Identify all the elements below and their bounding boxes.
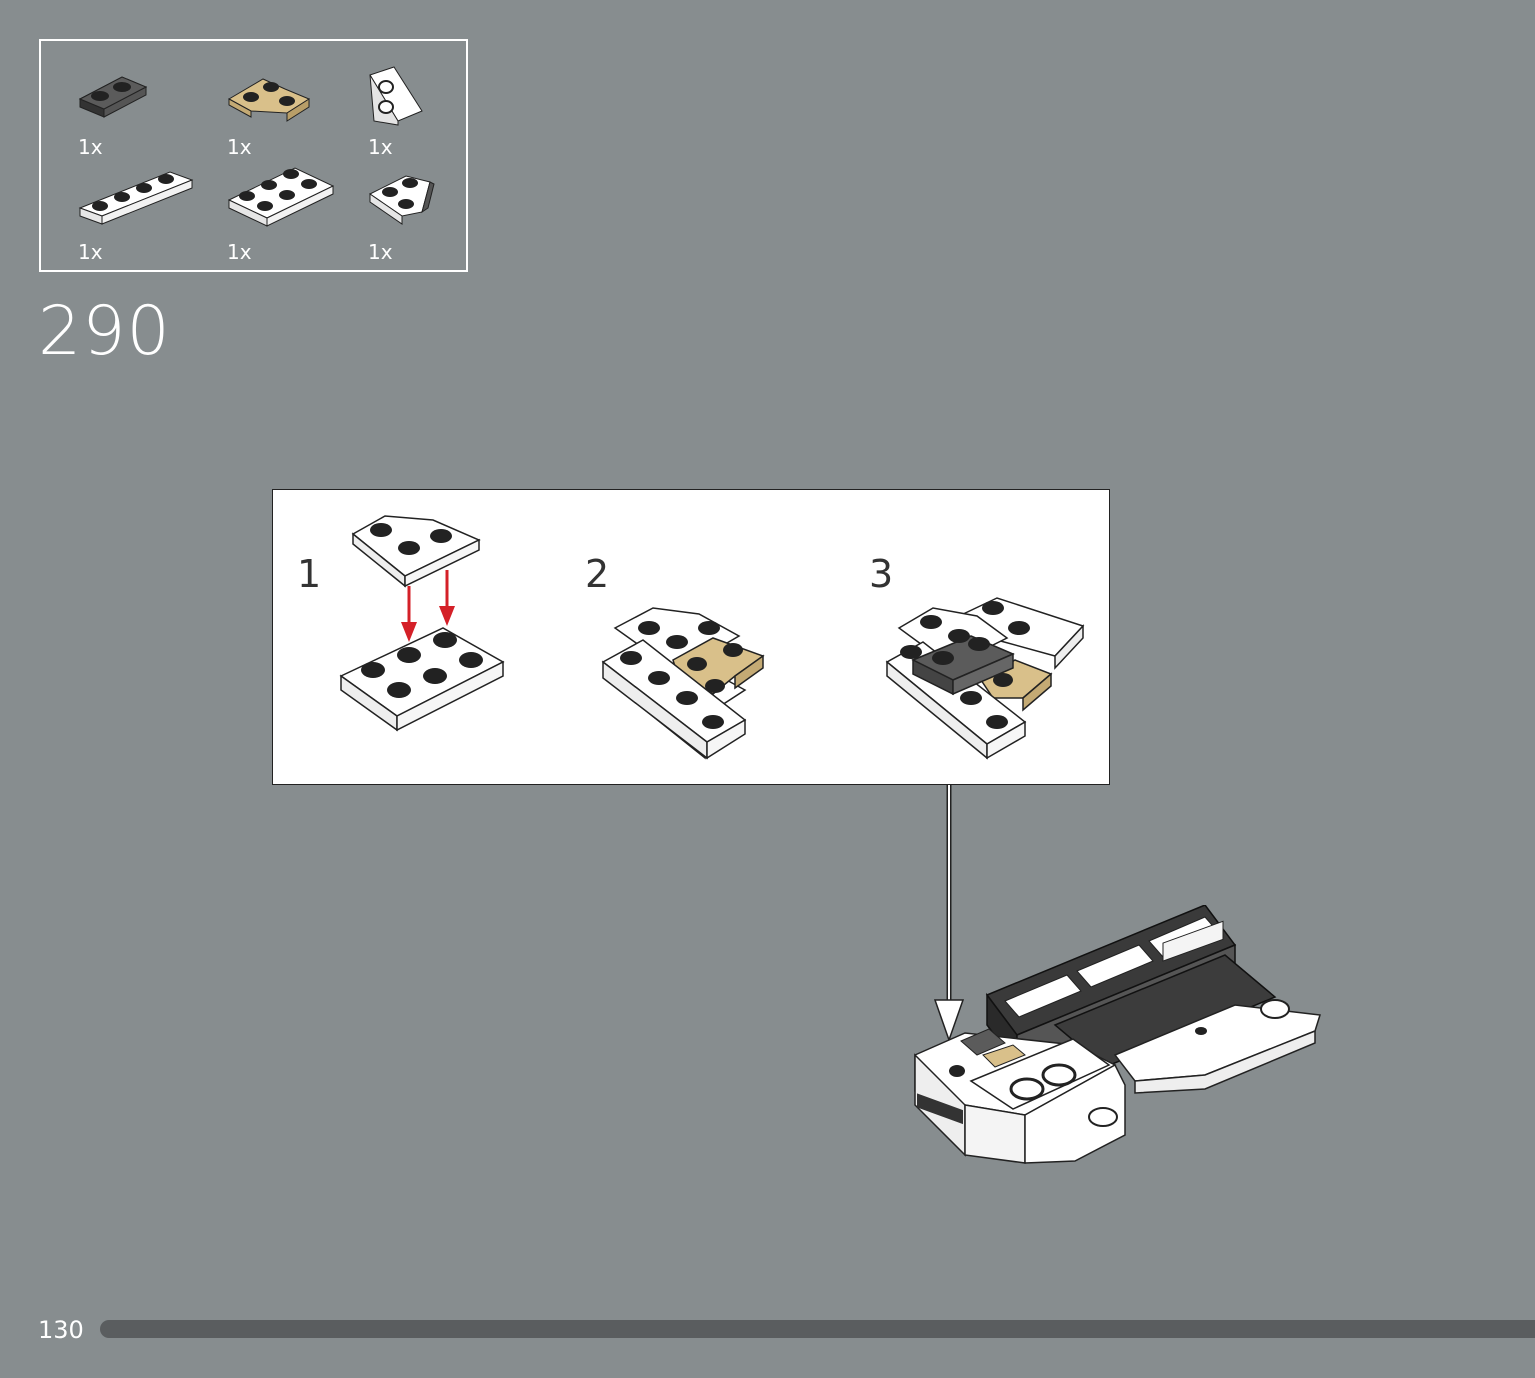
part-item: 1x (368, 156, 488, 264)
main-model-illustration (914, 905, 1321, 1164)
part-quantity: 1x (78, 240, 103, 264)
tan-corner-plate-icon (227, 78, 311, 122)
part-quantity: 1x (368, 240, 393, 264)
part-quantity: 1x (78, 135, 103, 159)
part-item: 1x (78, 156, 198, 264)
part-quantity: 1x (227, 240, 252, 264)
part-quantity: 1x (227, 135, 252, 159)
sub-step-3-illustration (885, 597, 1085, 760)
parts-list-box: 1x 1x 1x 1x (39, 39, 468, 272)
part-item: 1x (227, 156, 347, 264)
sub-step-1: 1 (273, 490, 553, 786)
white-plate-1x4-icon (78, 171, 194, 225)
step-number: 290 (38, 292, 171, 371)
progress-bar (100, 1320, 1535, 1338)
sub-step-3: 3 (847, 490, 1111, 786)
sub-assembly-box: 1 2 (272, 489, 1110, 785)
sub-step-number: 3 (869, 552, 894, 596)
dark-gray-plate-1x2-icon (78, 76, 148, 118)
part-item: 1x (227, 51, 347, 159)
page-number: 130 (38, 1316, 84, 1344)
sub-step-1-illustration (339, 515, 505, 732)
sub-step-2-illustration (601, 607, 765, 760)
part-item: 1x (368, 51, 488, 159)
part-item: 1x (78, 51, 198, 159)
white-plate-2x3-icon (227, 167, 335, 227)
part-quantity: 1x (368, 135, 393, 159)
sub-step-number: 2 (585, 552, 610, 596)
sub-step-2: 2 (563, 490, 833, 786)
white-wedge-plate-small-icon (369, 175, 435, 225)
sub-step-number: 1 (297, 552, 322, 596)
white-wedge-plate-icon (369, 66, 423, 126)
